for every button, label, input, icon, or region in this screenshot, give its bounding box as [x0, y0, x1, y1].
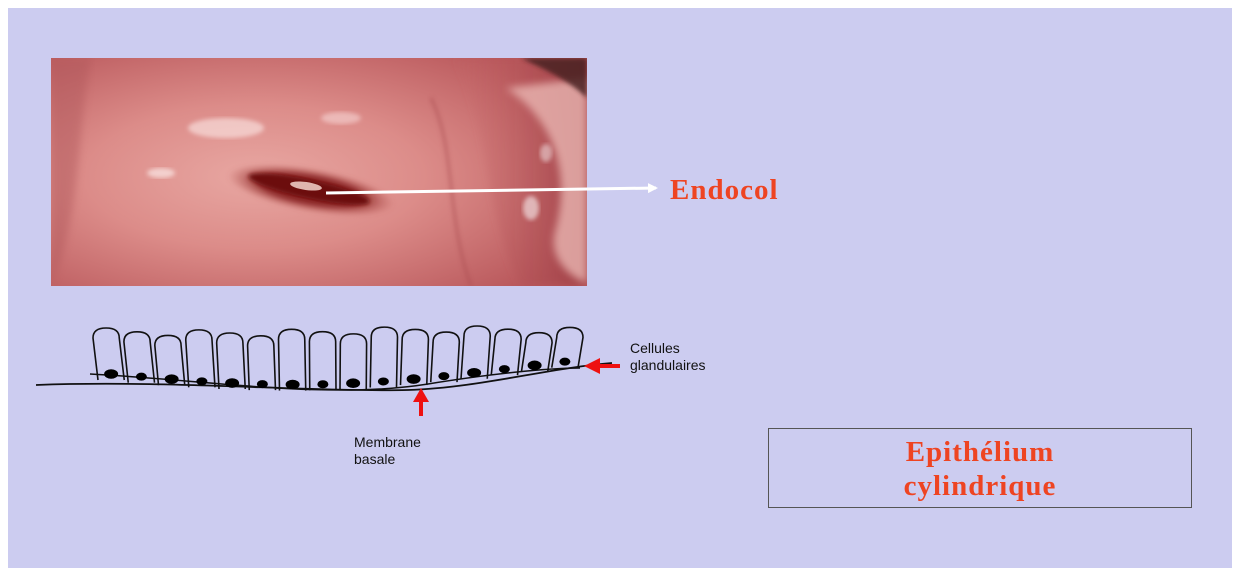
cellules-label-line1: Cellules	[630, 340, 706, 357]
membrane-label-line1: Membrane	[354, 434, 421, 451]
cellules-label-line2: glandulaires	[630, 357, 706, 374]
slide: Endocol Cellules glandulaires Mem	[8, 8, 1232, 568]
cell-nucleus	[559, 358, 570, 366]
cell-nucleus	[196, 377, 207, 385]
cell-nucleus	[499, 365, 510, 373]
cell-nucleus	[467, 368, 481, 378]
columnar-cells	[93, 326, 583, 391]
title-box: Epithélium cylindrique	[768, 428, 1192, 508]
membrane-label-line2: basale	[354, 451, 421, 468]
cell-nucleus	[407, 374, 421, 384]
cell-nucleus	[165, 374, 179, 384]
cell-nucleus	[104, 369, 118, 379]
cellules-glandulaires-label: Cellules glandulaires	[630, 340, 706, 374]
membrane-basale-label: Membrane basale	[354, 434, 421, 468]
endocol-pointer-arrow	[326, 188, 656, 193]
title-line1: Epithélium	[769, 435, 1191, 469]
cell-nucleus	[286, 380, 300, 390]
cell-nucleus	[346, 378, 360, 388]
cell-nucleus	[225, 378, 239, 388]
cell-nucleus	[378, 377, 389, 385]
membrane-arrow	[413, 388, 429, 416]
cell-nucleus	[438, 372, 449, 380]
cell-nucleus	[257, 380, 268, 388]
cellules-arrow	[584, 358, 620, 374]
title-line2: cylindrique	[769, 469, 1191, 503]
cell-nucleus	[528, 361, 542, 371]
cell-nucleus	[136, 373, 147, 381]
cell-nucleus	[317, 380, 328, 388]
